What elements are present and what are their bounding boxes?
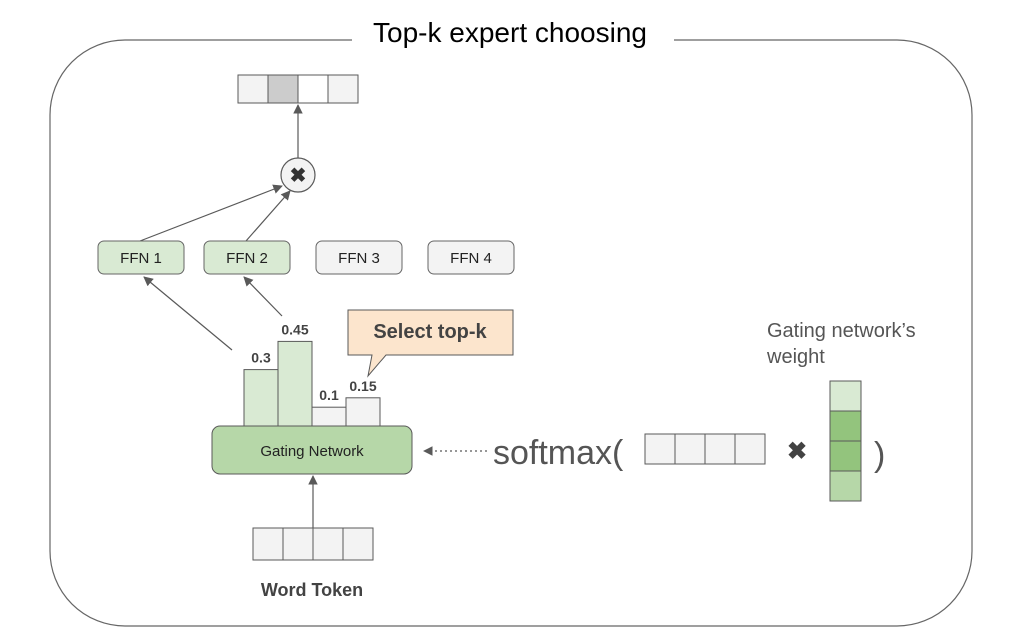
softmax-label: softmax( — [493, 434, 624, 472]
expert-box — [97, 240, 185, 275]
gate-bar-group: 0.1 — [311, 387, 347, 427]
expert-box — [203, 240, 291, 275]
expert-label: FFN 4 — [450, 250, 492, 267]
gate-score-bar — [345, 397, 381, 427]
gate-score-bars: 0.3 0.45 0.1 0.15 — [243, 321, 381, 427]
gating-weight-label-line1: Gating network’s — [767, 320, 916, 342]
gate-score-label: 0.45 — [281, 321, 308, 337]
expert-ffn-2: FFN 2 — [203, 240, 291, 275]
arrow-bar1-to-ffn1 — [143, 276, 233, 351]
output-cell — [297, 74, 329, 104]
multiply-icon: ✖ — [787, 438, 807, 465]
weight-cell — [829, 470, 862, 502]
multiply-node-icon: ✖ — [290, 165, 307, 187]
arrow-ffn1-to-multiply — [139, 184, 283, 242]
gate-score-bar — [243, 369, 279, 427]
expert-label: FFN 1 — [120, 250, 162, 267]
token-cell — [252, 527, 284, 561]
title-gap — [352, 30, 674, 52]
gating-weight-label-line2: weight — [766, 346, 825, 368]
diagram-title: Top-k expert choosing — [373, 17, 647, 48]
arrow-bar2-to-ffn2 — [243, 276, 283, 317]
gating-network-label: Gating Network — [260, 443, 364, 460]
close-paren: ) — [874, 436, 885, 474]
expert-label: FFN 2 — [226, 250, 268, 267]
callout-bubble — [347, 309, 514, 378]
weight-cell — [829, 380, 862, 412]
expert-ffn-3: FFN 3 — [315, 240, 403, 275]
expert-row: FFN 1 FFN 2 FFN 3 FFN 4 — [97, 240, 515, 275]
gate-score-label: 0.1 — [319, 387, 339, 403]
gate-score-bar — [311, 406, 347, 427]
output-vector — [237, 74, 359, 104]
gating-network-box — [211, 425, 413, 475]
arrow-ffn2-to-multiply — [245, 190, 291, 242]
weight-cell — [829, 410, 862, 442]
multiply-node — [280, 157, 316, 193]
expert-ffn-4: FFN 4 — [427, 240, 515, 275]
input-vector — [644, 433, 766, 465]
gate-bar-group: 0.45 — [277, 321, 313, 427]
token-cell — [342, 527, 374, 561]
expert-box — [315, 240, 403, 275]
gate-score-bar — [277, 340, 313, 427]
word-token-vector — [252, 527, 374, 561]
output-cell — [267, 74, 299, 104]
expert-ffn-1: FFN 1 — [97, 240, 185, 275]
gate-score-label: 0.3 — [251, 350, 271, 366]
output-cell — [327, 74, 359, 104]
gate-bar-group: 0.3 — [243, 350, 279, 427]
select-topk-callout: Select top-k — [347, 309, 514, 378]
gate-score-label: 0.15 — [349, 378, 376, 394]
expert-label: FFN 3 — [338, 250, 380, 267]
expert-box — [427, 240, 515, 275]
input-cell — [644, 433, 676, 465]
input-cell — [674, 433, 706, 465]
output-cell — [237, 74, 269, 104]
callout-text: Select top-k — [373, 321, 487, 343]
token-cell — [312, 527, 344, 561]
weight-cell — [829, 440, 862, 472]
token-cell — [282, 527, 314, 561]
gate-bar-group: 0.15 — [345, 378, 381, 427]
gating-weight-vector — [829, 380, 862, 502]
input-cell — [734, 433, 766, 465]
input-cell — [704, 433, 736, 465]
word-token-label: Word Token — [261, 580, 363, 600]
